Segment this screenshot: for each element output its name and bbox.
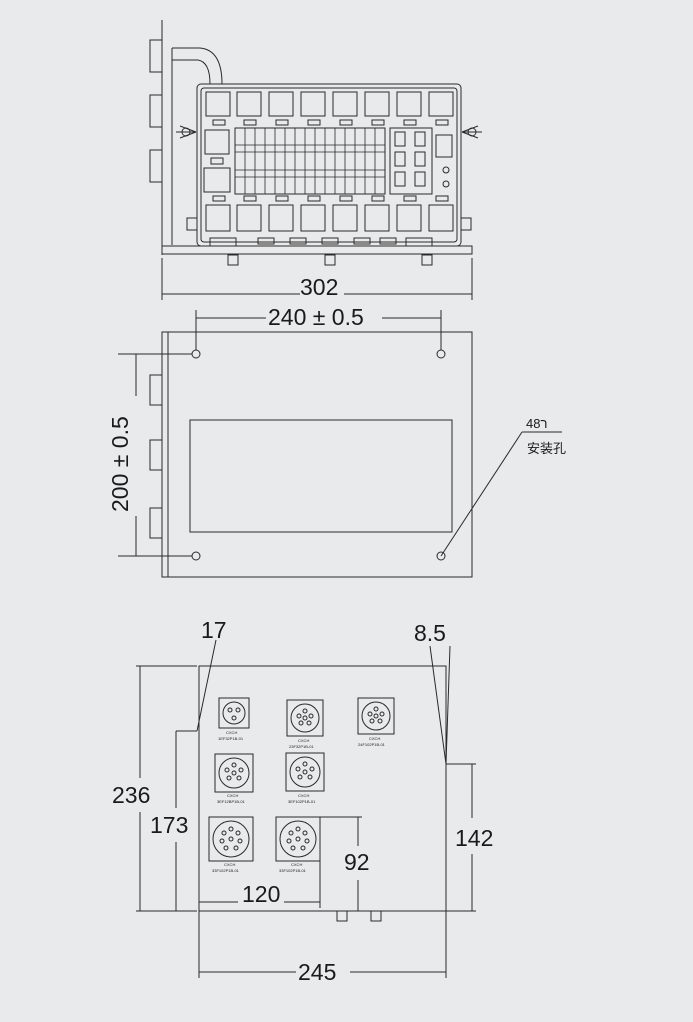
dim-92: 92 [344, 849, 370, 875]
dim-302: 302 [300, 274, 338, 300]
connector-5 [285, 752, 325, 792]
connector-6-label2: 33F102P1B-01 [212, 868, 240, 873]
bottom-view [136, 639, 476, 978]
dim-120: 120 [242, 881, 280, 907]
dim-142: 142 [455, 825, 493, 851]
connector-7-label2: 33F102P1B-01 [279, 868, 307, 873]
dim-236: 236 [112, 782, 150, 808]
top-view [149, 20, 482, 300]
dim-17: 17 [201, 617, 227, 643]
connector-1-label1: CXCH [226, 730, 237, 735]
connector-6 [208, 816, 254, 862]
connector-2-label1: CXCH [298, 738, 309, 743]
panel-view [118, 310, 562, 578]
connector-4-label1: CXCH [227, 793, 238, 798]
dim-8-5: 8.5 [414, 620, 446, 646]
connector-4 [214, 753, 254, 793]
connector-3 [357, 697, 395, 735]
connector-7 [275, 816, 321, 862]
connector-2 [286, 699, 324, 737]
dim-240: 240 ± 0.5 [268, 304, 364, 330]
dim-245: 245 [298, 959, 336, 985]
hole-note: 安装孔 [527, 441, 566, 456]
connector-3-label2: 24F102P1B-01 [358, 742, 386, 747]
hole-spec: 4ר8 [526, 416, 547, 431]
dim-200: 200 ± 0.5 [107, 416, 133, 512]
connector-3-label1: CXCH [369, 736, 380, 741]
connector-6-label1: CXCH [224, 862, 235, 867]
connector-1 [218, 697, 250, 729]
connector-5-label1: CXCH [298, 793, 309, 798]
connector-1-label2: 1EF32P1B-01 [218, 736, 244, 741]
connector-7-label1: CXCH [291, 862, 302, 867]
connector-5-label2: 3EF102P1B-01 [288, 799, 316, 804]
dim-173: 173 [150, 812, 188, 838]
connector-2-label2: 23F32P1B-01 [289, 744, 314, 749]
connector-4-label2: 3EF12BP1B-01 [217, 799, 246, 804]
